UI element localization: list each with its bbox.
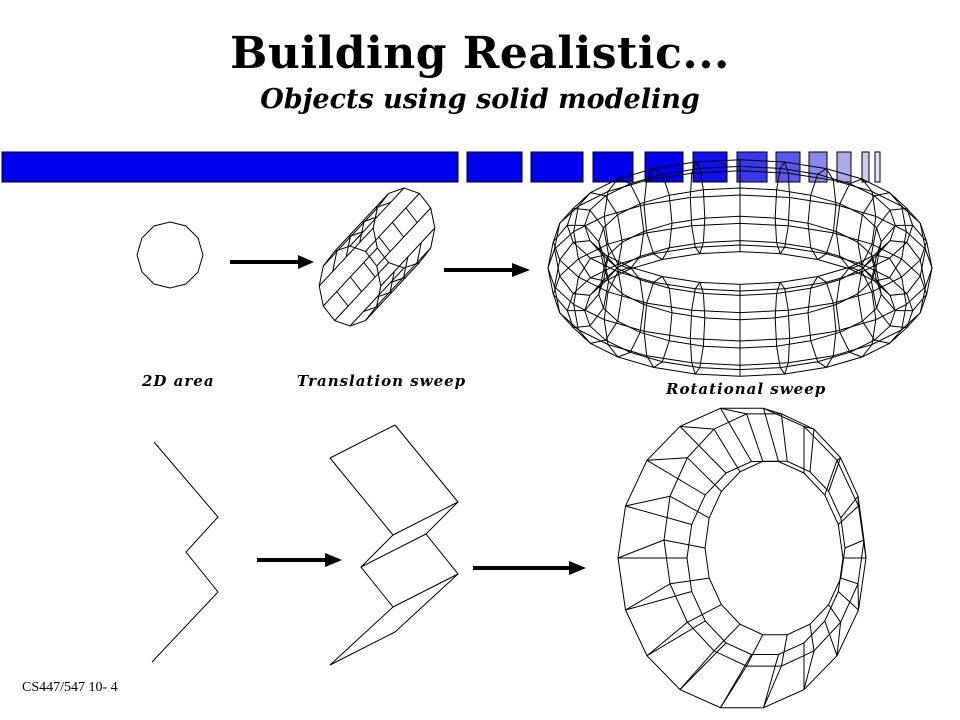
arrow-3: [257, 553, 342, 567]
cylinder-translation-sweep: [318, 187, 436, 327]
zigzag-translation-sweep: [329, 424, 459, 666]
slide-title: Building Realistic...: [230, 28, 730, 79]
arrow-2: [444, 263, 530, 277]
decorative-blue-bar: [1, 151, 881, 183]
arrow-4: [473, 561, 586, 575]
label-2d-area: 2D area: [142, 372, 215, 390]
torus-rotational-sweep: [547, 159, 933, 377]
slide-subtitle: Objects using solid modeling: [260, 84, 700, 115]
label-translation-sweep: Translation sweep: [297, 372, 467, 390]
arrow-1: [230, 255, 314, 269]
circle-2d-area: [136, 221, 204, 289]
slide-footer: CS447/547 10- 4: [22, 680, 118, 695]
ring-rotational-sweep: [617, 407, 867, 709]
label-rotational-sweep: Rotational sweep: [666, 380, 827, 398]
zigzag-line: [151, 441, 219, 663]
